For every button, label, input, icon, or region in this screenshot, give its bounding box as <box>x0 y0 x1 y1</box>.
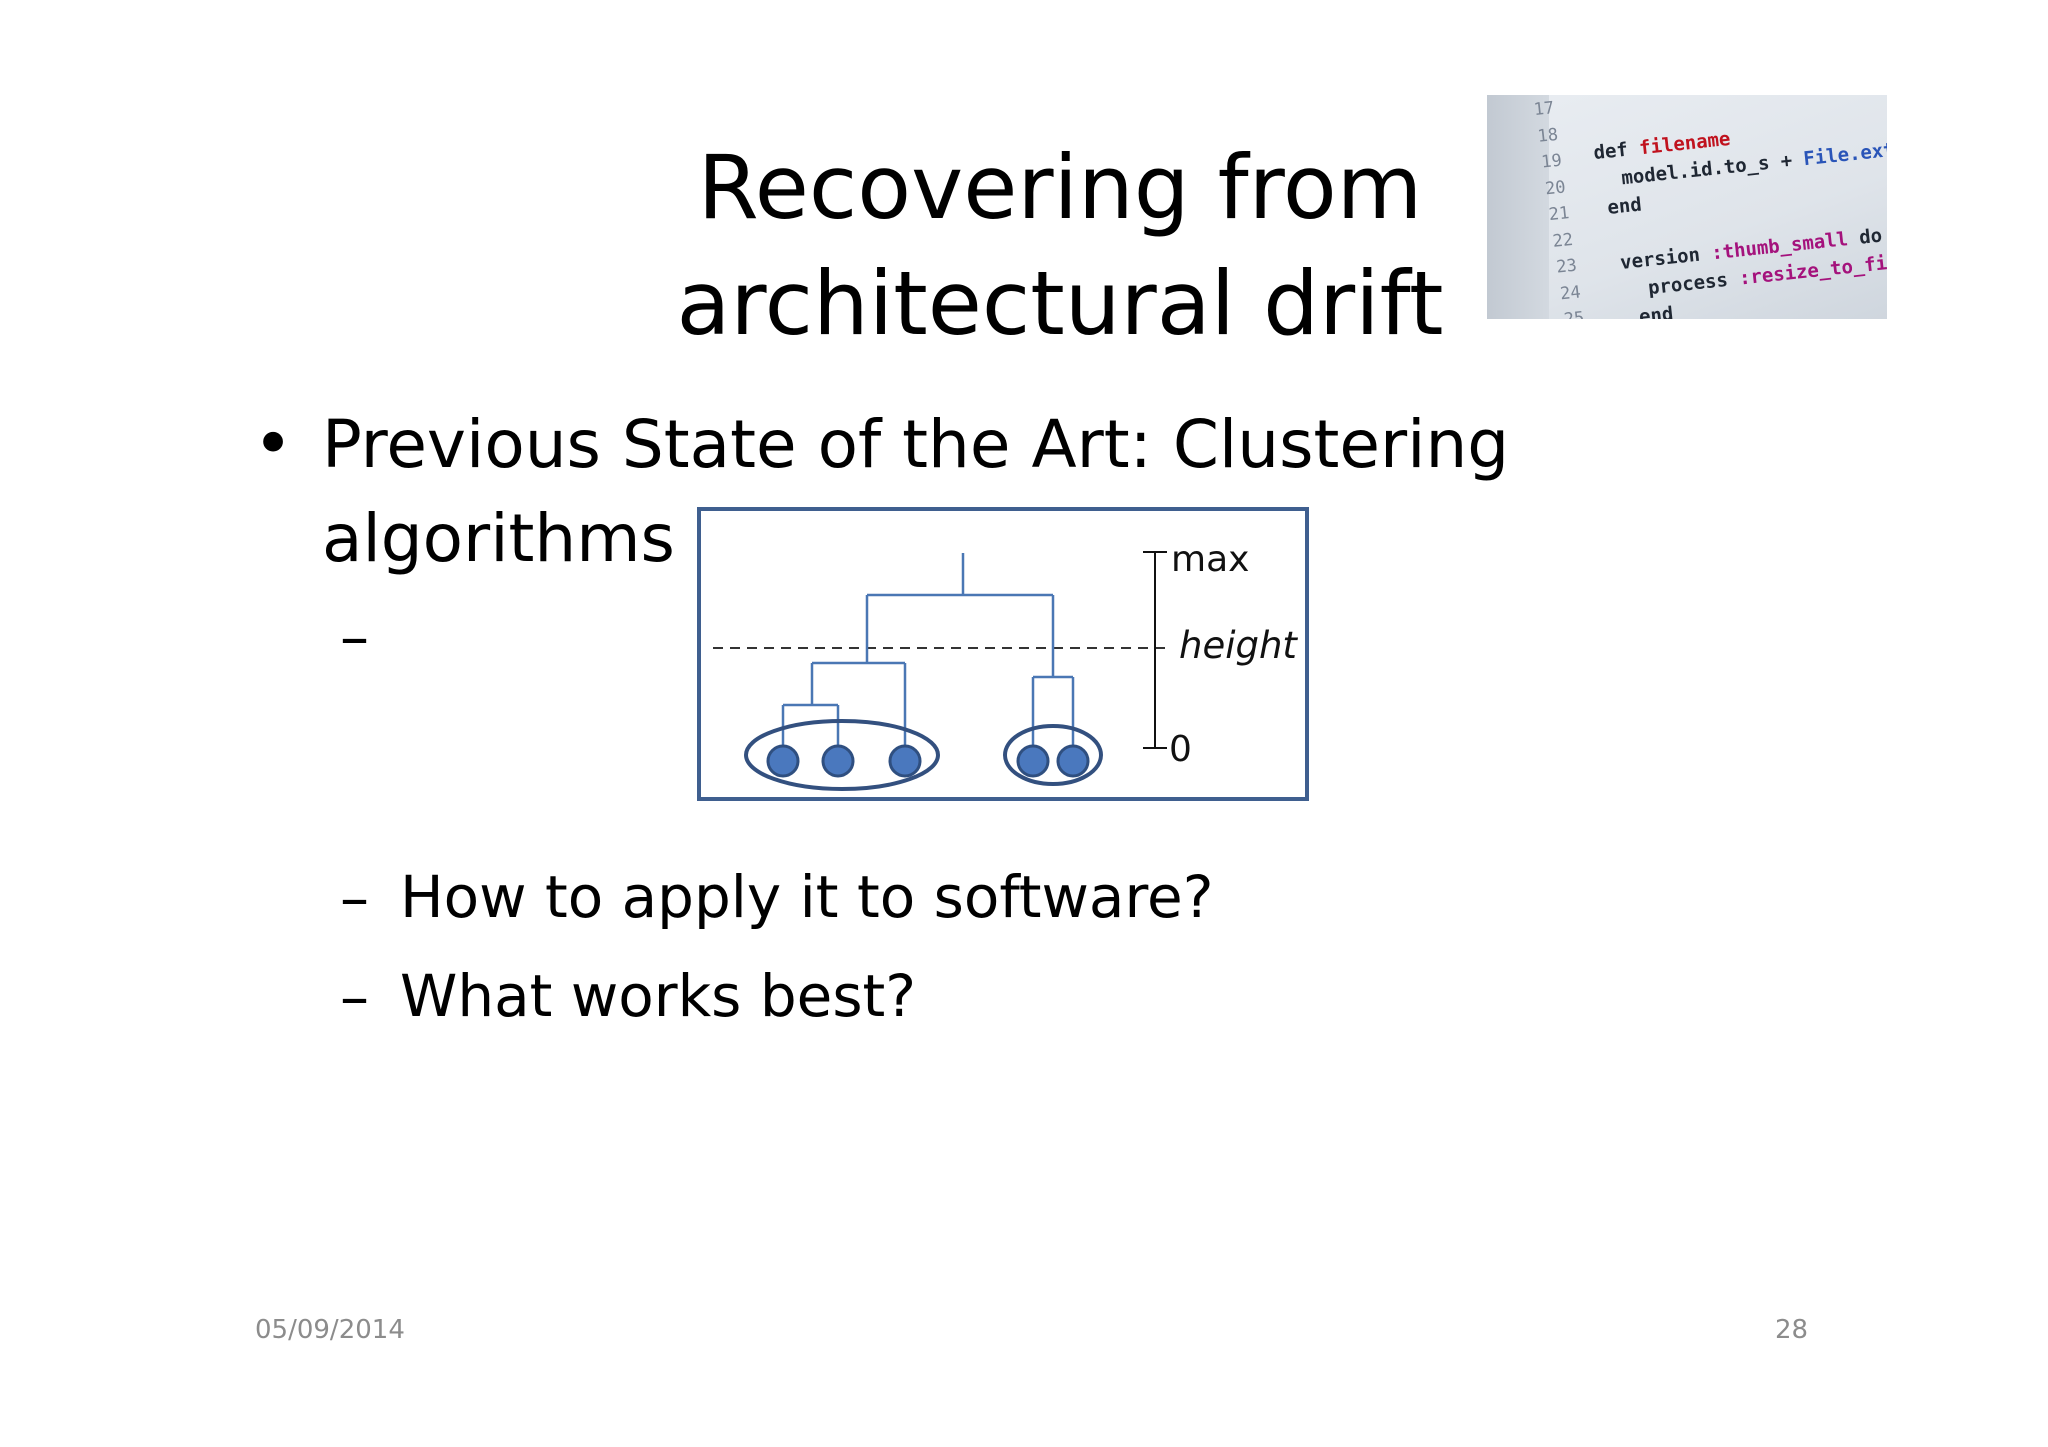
sub-bullet-dash: – <box>340 603 369 671</box>
title-line-1: Recovering from <box>697 136 1423 239</box>
line-number: 20 <box>1544 177 1567 200</box>
bullet-line-1: Previous State of the Art: Clustering <box>322 406 1510 483</box>
bullet-line-2: algorithms <box>322 500 675 577</box>
code-lines: 17 18 19 20 21 22 23 24 25 def filename … <box>1487 95 1887 319</box>
code-screenshot-image: 17 18 19 20 21 22 23 24 25 def filename … <box>1487 95 1887 319</box>
slide-title: Recovering from architectural drift <box>560 130 1560 362</box>
footer-date: 05/09/2014 <box>255 1315 405 1345</box>
line-number: 24 <box>1559 282 1582 305</box>
scale-label-zero: 0 <box>1169 729 1192 770</box>
leaf-node <box>888 744 922 778</box>
leaf-nodes <box>766 744 1090 778</box>
sub-item-text: What works best? <box>400 962 917 1030</box>
line-number: 23 <box>1555 255 1578 278</box>
bullet-marker: • <box>253 405 294 484</box>
footer-page-number: 28 <box>1775 1315 1809 1345</box>
code-gutter <box>1487 95 1549 319</box>
line-number: 21 <box>1547 203 1571 226</box>
line-number: 17 <box>1532 98 1556 121</box>
bullet-text: Previous State of the Art: Clustering al… <box>322 398 1522 586</box>
line-number: 25 <box>1563 308 1585 319</box>
sub-item-dash: – <box>340 963 369 1031</box>
diagram-frame <box>697 507 1309 801</box>
dendrogram-diagram: max height 0 <box>697 507 1309 801</box>
line-number: 19 <box>1540 150 1563 173</box>
title-line-2: architectural drift <box>676 252 1444 355</box>
leaf-node <box>821 744 855 778</box>
code-line: end <box>1637 302 1675 319</box>
leaf-node <box>1016 744 1050 778</box>
leaf-node <box>1056 744 1090 778</box>
height-scale <box>1143 551 1167 749</box>
line-number: 18 <box>1536 124 1560 147</box>
line-number: 22 <box>1551 229 1575 252</box>
scale-label-max: max <box>1171 539 1249 580</box>
code-line: end <box>1606 193 1643 219</box>
scale-label-height: height <box>1179 624 1298 667</box>
cluster-ellipse-left <box>744 719 940 791</box>
sub-item-dash: – <box>340 864 369 932</box>
leaf-node <box>766 744 800 778</box>
cluster-ellipse-right <box>1003 724 1103 786</box>
sub-item-text: How to apply it to software? <box>400 863 1214 931</box>
